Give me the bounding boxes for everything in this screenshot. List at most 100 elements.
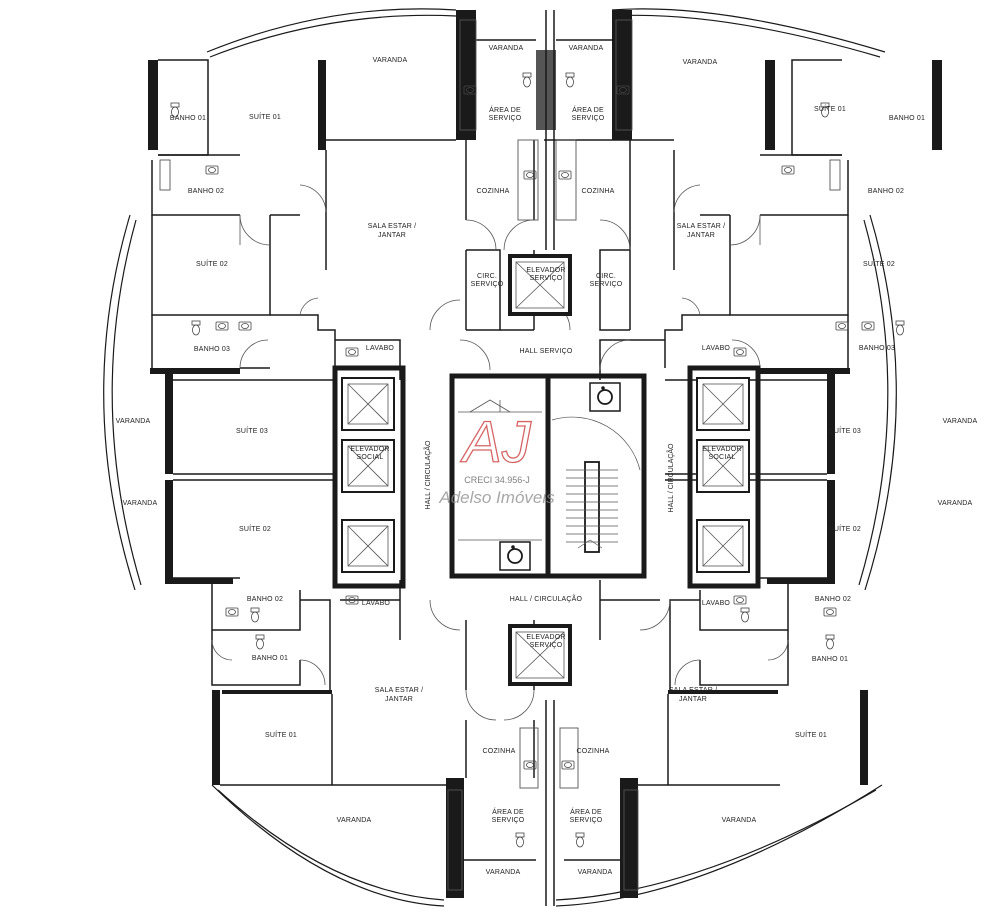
- unit-top-right-labels: VARANDA SUÍTE 01 BANHO 01 BANHO 02 SUÍTE…: [569, 45, 978, 435]
- sink-icon: [215, 321, 229, 331]
- sink-icon: [781, 165, 795, 175]
- room-area-line2: SERVIÇO: [492, 817, 525, 824]
- room-suite-01: SUÍTE 01: [249, 112, 281, 121]
- thick-walls: [148, 10, 942, 898]
- room-area-line1: ÁREA DE: [570, 807, 602, 816]
- stair-icon: [551, 416, 641, 553]
- watermark-creci: CRECI 34.956-J: [464, 475, 530, 485]
- elevator-social-left-line1: ELEVADOR: [350, 446, 389, 453]
- room-banho-03: BANHO 03: [194, 346, 230, 353]
- room-area-line1: ÁREA DE: [489, 105, 521, 114]
- sink-icon: [561, 760, 575, 770]
- unit-bottom-right-labels: VARANDA SUÍTE 02 BANHO 02 BANHO 01 LAVAB…: [570, 500, 973, 876]
- room-suite-01: SUÍTE 01: [265, 730, 297, 739]
- room-circ-line2: SERVIÇO: [471, 281, 504, 288]
- hall-servico: HALL SERVIÇO: [520, 348, 573, 355]
- room-cozinha: COZINHA: [577, 748, 610, 755]
- room-area-line1: ÁREA DE: [492, 807, 524, 816]
- room-area-line1: ÁREA DE: [572, 105, 604, 114]
- room-banho-01: BANHO 01: [170, 115, 206, 122]
- room-sala-line1: SALA ESTAR /: [677, 223, 726, 230]
- toilet-icon: [740, 607, 750, 623]
- room-varanda-side: VARANDA: [938, 500, 973, 507]
- sink-icon: [733, 347, 747, 357]
- service-elevator-top: [508, 254, 572, 316]
- room-banho-02: BANHO 02: [247, 596, 283, 603]
- hall-circulacao-right: HALL / CIRCULAÇÃO: [666, 443, 675, 513]
- unit-bottom-left-labels: VARANDA SUÍTE 02 BANHO 02 BANHO 01 LAVAB…: [123, 500, 525, 876]
- room-banho-02: BANHO 02: [868, 188, 904, 195]
- room-varanda-side: VARANDA: [943, 418, 978, 425]
- accessibility-icon: [589, 382, 621, 412]
- room-varanda-small: VARANDA: [569, 45, 604, 52]
- room-suite-02: SUÍTE 02: [829, 524, 861, 533]
- elevator-social-right-line1: ELEVADOR: [702, 446, 741, 453]
- sink-icon: [835, 321, 849, 331]
- sink-icon: [823, 607, 837, 617]
- room-suite-02: SUÍTE 02: [863, 259, 895, 268]
- toilet-icon: [250, 607, 260, 623]
- sink-icon: [558, 170, 572, 180]
- elevator-service-top-line2: SERVIÇO: [530, 275, 563, 282]
- room-lavabo: LAVABO: [362, 600, 391, 607]
- room-area-line2: SERVIÇO: [489, 115, 522, 122]
- room-sala-line1: SALA ESTAR /: [669, 687, 718, 694]
- room-circ-line1: CIRC.: [596, 273, 616, 280]
- room-lavabo: LAVABO: [702, 600, 731, 607]
- elevator-shafts-left: [332, 365, 406, 589]
- room-banho-01: BANHO 01: [252, 655, 288, 662]
- room-suite-01: SUÍTE 01: [814, 104, 846, 113]
- elevator-icon: [696, 519, 750, 573]
- room-suite-02: SUÍTE 02: [196, 259, 228, 268]
- room-suite-03: SUÍTE 03: [829, 426, 861, 435]
- room-cozinha: COZINHA: [582, 188, 615, 195]
- room-varanda-side: VARANDA: [116, 418, 151, 425]
- room-sala-line2: JANTAR: [679, 696, 707, 703]
- room-suite-03: SUÍTE 03: [236, 426, 268, 435]
- room-suite-02: SUÍTE 02: [239, 524, 271, 533]
- room-banho-01: BANHO 01: [812, 656, 848, 663]
- sink-icon: [225, 607, 239, 617]
- elevator-icon: [696, 377, 750, 431]
- room-cozinha: COZINHA: [477, 188, 510, 195]
- room-varanda-bottom: VARANDA: [722, 817, 757, 824]
- toilet-icon: [255, 634, 265, 650]
- room-varanda-small: VARANDA: [486, 869, 521, 876]
- sink-icon: [733, 595, 747, 605]
- sink-icon: [205, 165, 219, 175]
- room-varanda-small: VARANDA: [578, 869, 613, 876]
- toilet-icon: [191, 320, 201, 336]
- room-banho-02: BANHO 02: [188, 188, 224, 195]
- room-sala-line2: JANTAR: [687, 232, 715, 239]
- room-cozinha: COZINHA: [483, 748, 516, 755]
- elevator-service-bottom-line1: ELEVADOR: [526, 634, 565, 641]
- elevator-service-top-line1: ELEVADOR: [526, 267, 565, 274]
- room-sala-line1: SALA ESTAR /: [368, 223, 417, 230]
- room-banho-03: BANHO 03: [859, 345, 895, 352]
- elevator-social-left-line2: SOCIAL: [357, 454, 384, 461]
- sink-icon: [345, 347, 359, 357]
- unit-top-left-labels: VARANDA SUÍTE 01 BANHO 01 BANHO 02 SUÍTE…: [116, 45, 524, 435]
- toilet-icon: [825, 634, 835, 650]
- room-banho-02: BANHO 02: [815, 596, 851, 603]
- toilet-icon: [895, 320, 905, 336]
- fixtures: [170, 72, 905, 848]
- room-area-line2: SERVIÇO: [572, 115, 605, 122]
- room-lavabo: LAVABO: [366, 345, 395, 352]
- room-sala-line2: JANTAR: [385, 696, 413, 703]
- core-labels: ELEVADOR SERVIÇO HALL SERVIÇO ELEVADOR S…: [350, 267, 741, 649]
- toilet-icon: [575, 832, 585, 848]
- room-circ-line2: SERVIÇO: [590, 281, 623, 288]
- stair-core: [449, 373, 647, 579]
- hall-circulacao-bottom: HALL / CIRCULAÇÃO: [510, 594, 583, 603]
- room-sala-line2: JANTAR: [378, 232, 406, 239]
- room-varanda: VARANDA: [683, 59, 718, 66]
- room-area-line2: SERVIÇO: [570, 817, 603, 824]
- elevator-service-bottom-line2: SERVIÇO: [530, 642, 563, 649]
- toilet-icon: [565, 72, 575, 88]
- room-lavabo: LAVABO: [702, 345, 731, 352]
- room-circ-line1: CIRC.: [477, 273, 497, 280]
- room-sala-line1: SALA ESTAR /: [375, 687, 424, 694]
- watermark-brand: Adelso Imóveis: [438, 488, 555, 507]
